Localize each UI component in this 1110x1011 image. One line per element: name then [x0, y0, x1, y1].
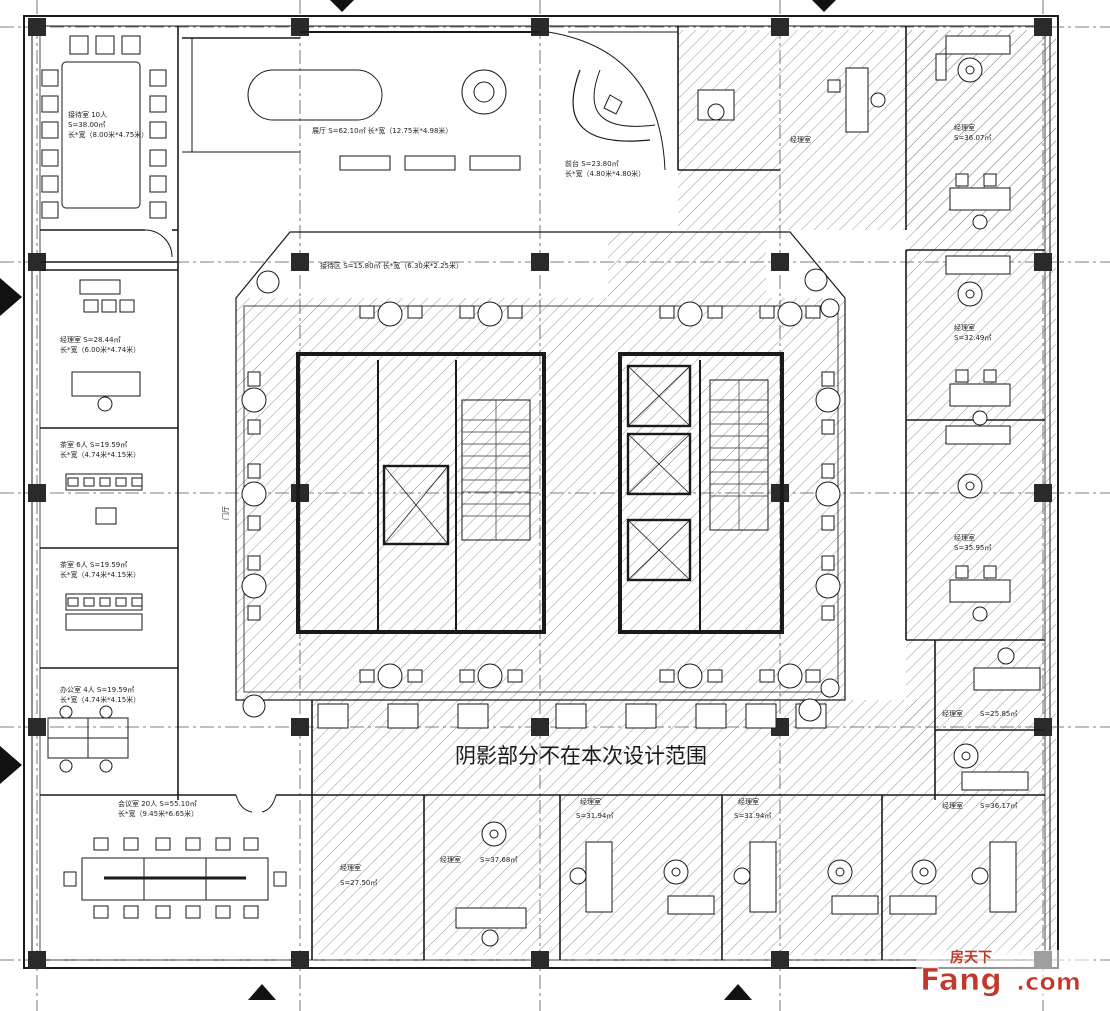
label-office-2: 长*宽（4.74米*4.15米）: [60, 695, 140, 704]
label-hall: 展厅 S=62.10㎡ 长*宽（12.75米*4.98米）: [312, 126, 452, 135]
watermark: 房天下 Fang .com: [916, 949, 1094, 998]
label-reception-area: 接待区 S=15.80㎡ 长*宽（6.30米*2.25米）: [320, 261, 463, 270]
label-meeting-room-2: 长*宽（9.45米*6.65米）: [118, 809, 198, 818]
label-reception-room-2: S=38.00㎡: [68, 121, 105, 129]
label-bottom-room-3a: 经理室: [580, 797, 601, 806]
core-furniture: [241, 268, 841, 729]
label-right-room-2b: S=32.49㎡: [954, 334, 991, 342]
label-bottom-room-1b: S=27.50㎡: [340, 879, 377, 887]
label-side-door: 门厅: [221, 506, 230, 520]
label-right-room-2a: 经理室: [954, 323, 975, 332]
label-manager-room-2: 长*宽（6.00米*4.74米）: [60, 345, 140, 354]
label-reception-room-1: 接待室 10人: [68, 110, 107, 119]
watermark-brand: Fang: [920, 963, 1002, 998]
label-tea-room-1b: 长*宽（4.74米*4.15米）: [60, 450, 140, 459]
reception-room-furniture: [41, 35, 173, 258]
label-top-small: 经理室: [790, 135, 811, 144]
label-right-room-4a: 经理室: [942, 709, 963, 718]
label-meeting-room-1: 会议室 20人 S=55.10㎡: [118, 799, 197, 808]
label-right-room-5b: S=36.17㎡: [980, 802, 1017, 810]
interior-walls: [40, 26, 1045, 960]
stairs: [462, 380, 768, 540]
label-front-desk-2: 长*宽（4.80米*4.80米）: [565, 169, 645, 178]
columns: [28, 18, 1052, 969]
label-right-room-4b: S=25.85㎡: [980, 710, 1017, 718]
label-right-room-3b: S=35.95㎡: [954, 544, 991, 552]
label-right-room-3a: 经理室: [954, 533, 975, 542]
label-right-room-1b: S=36.07㎡: [954, 134, 991, 142]
label-office-1: 办公室 4人 S=19.59㎡: [60, 685, 134, 694]
label-tea-room-2b: 长*宽（4.74米*4.15米）: [60, 570, 140, 579]
label-bottom-room-1a: 经理室: [340, 863, 361, 872]
label-tea-room-1a: 茶室 6人 S=19.59㎡: [60, 440, 127, 449]
label-bottom-room-2a: 经理室: [440, 855, 461, 864]
entrance-arrows: [0, 0, 836, 1000]
office-furniture: [455, 35, 1041, 947]
watermark-prefix: 房天下: [950, 949, 992, 966]
hatched-areas: [236, 30, 1056, 955]
label-right-room-1a: 经理室: [954, 123, 975, 132]
watermark-dot-com: .com: [1016, 968, 1081, 996]
label-right-room-5a: 经理室: [942, 801, 963, 810]
label-reception-room-3: 长*宽（8.00米*4.75米）: [68, 130, 148, 139]
label-bottom-room-4a: 经理室: [738, 797, 759, 806]
label-front-desk-1: 前台 S=23.80㎡: [565, 159, 619, 168]
label-bottom-room-3b: S=31.94㎡: [576, 812, 613, 820]
label-bottom-room-4b: S=31.94㎡: [734, 812, 771, 820]
label-tea-room-2a: 茶室 6人 S=19.59㎡: [60, 560, 127, 569]
left-rooms-furniture: [47, 279, 277, 813]
design-scope-note: 阴影部分不在本次设计范围: [455, 744, 707, 768]
label-manager-room-1: 经理室 S=28.44㎡: [60, 335, 121, 344]
room-labels: 接待室 10人 S=38.00㎡ 长*宽（8.00米*4.75米） 展厅 S=6…: [60, 110, 1017, 887]
meeting-room-furniture: [63, 837, 287, 919]
label-bottom-room-2b: S=37.68㎡: [480, 856, 517, 864]
hall-furniture: [182, 31, 678, 171]
